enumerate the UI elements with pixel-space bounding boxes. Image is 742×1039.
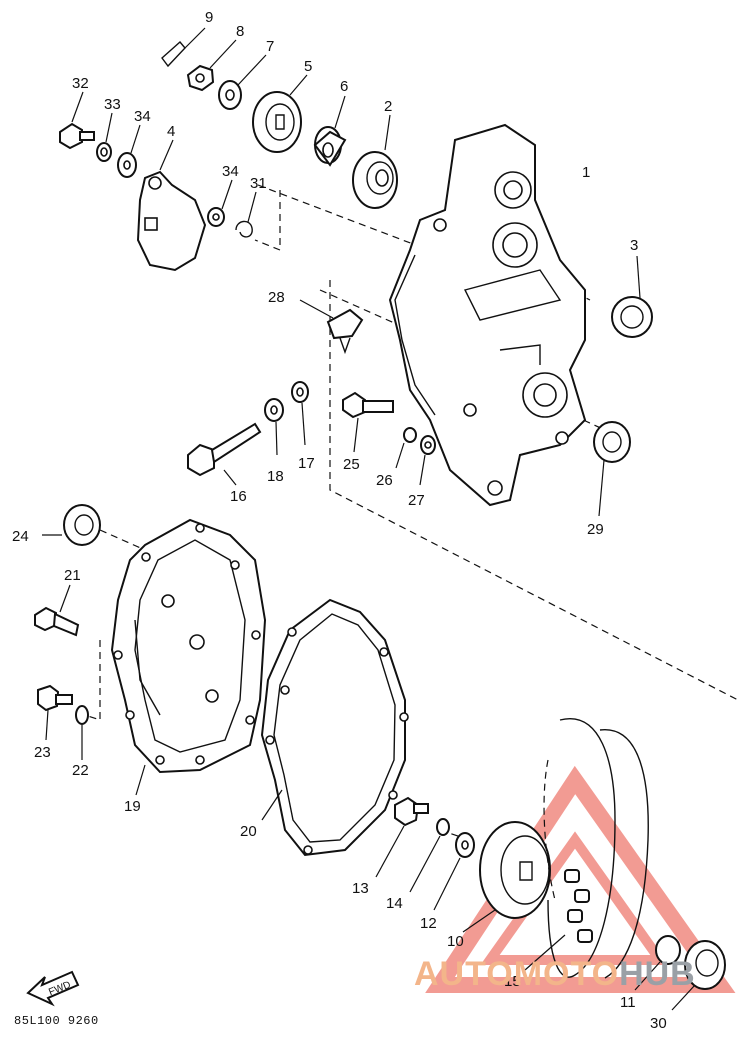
washer-33 <box>96 112 113 162</box>
cover-plate-19 <box>110 518 267 796</box>
part-label-16: 16 <box>230 488 247 505</box>
part-label-5: 5 <box>304 58 312 75</box>
part-label-7: 7 <box>266 38 274 55</box>
part-label-34-b: 34 <box>222 163 239 180</box>
catalog-code: 85L100 9260 <box>14 1014 99 1028</box>
washer-17 <box>291 381 309 446</box>
part-label-29: 29 <box>587 521 604 538</box>
part-label-23: 23 <box>34 744 51 761</box>
washer-27 <box>419 435 436 486</box>
part-label-33: 33 <box>104 96 121 113</box>
part-label-19: 19 <box>124 798 141 815</box>
bolt-25 <box>342 391 394 453</box>
part-label-3: 3 <box>630 237 638 254</box>
part-label-17: 17 <box>298 455 315 472</box>
bearing-2 <box>352 114 398 209</box>
part-label-26: 26 <box>376 472 393 489</box>
watermark-part2: HUB <box>619 955 696 993</box>
washer-22 <box>75 705 89 760</box>
sprocket-10 <box>462 821 551 933</box>
oil-seal-24 <box>42 504 101 546</box>
washer-14 <box>409 818 450 893</box>
bolt-23 <box>37 684 73 741</box>
part-number-labels: 9 8 7 5 6 2 32 33 34 4 34 31 1 3 28 17 1… <box>12 9 667 1032</box>
bolt-21 <box>34 584 80 637</box>
part-label-6: 6 <box>340 78 348 95</box>
part-label-20: 20 <box>240 823 257 840</box>
part-label-32: 32 <box>72 75 89 92</box>
washer-26 <box>395 427 417 469</box>
watermark-text: AUTOMOTOHUB <box>414 955 696 994</box>
watermark-part1: AUTOMOTO <box>414 955 620 993</box>
crankcase-cover <box>388 123 587 507</box>
part-label-28: 28 <box>268 289 285 306</box>
part-label-8: 8 <box>236 23 244 40</box>
part-label-13: 13 <box>352 880 369 897</box>
oil-seal-29 <box>593 421 631 517</box>
nut-8 <box>186 39 237 92</box>
part-label-15: 15 <box>504 973 521 990</box>
collar-6 <box>313 95 347 167</box>
part-label-31: 31 <box>250 175 267 192</box>
part-label-30: 30 <box>650 1015 667 1032</box>
part-label-11: 11 <box>620 994 636 1011</box>
part-label-1: 1 <box>582 164 590 181</box>
part-label-14: 14 <box>386 895 403 912</box>
cover-4 <box>136 139 207 272</box>
gasket-20 <box>260 598 409 857</box>
washer-12 <box>433 832 475 911</box>
bearing-30 <box>671 940 726 1011</box>
part-label-25: 25 <box>343 456 360 473</box>
bolt-13 <box>375 796 429 878</box>
bolt-16 <box>187 422 262 486</box>
part-label-22: 22 <box>72 762 89 779</box>
washer-7 <box>218 54 267 110</box>
part-label-27: 27 <box>408 492 425 509</box>
clip-31 <box>235 191 257 238</box>
part-label-12: 12 <box>420 915 437 932</box>
part-label-24: 24 <box>12 528 29 545</box>
part-label-21: 21 <box>64 567 81 584</box>
part-label-18: 18 <box>267 468 284 485</box>
part-label-34-a: 34 <box>134 108 151 125</box>
part-label-2: 2 <box>384 98 392 115</box>
part-label-9: 9 <box>205 9 213 26</box>
nut-18 <box>264 398 284 456</box>
sprocket-5 <box>252 74 308 153</box>
washer-34-upper <box>117 124 141 178</box>
fwd-arrow-icon: FWD <box>26 970 80 1007</box>
bolt-32 <box>59 91 95 150</box>
chain-15 <box>524 869 593 971</box>
chain-belt <box>543 718 649 979</box>
collar-11 <box>634 935 681 991</box>
cotter-pin-9 <box>161 27 206 68</box>
part-label-10: 10 <box>447 933 464 950</box>
oil-seal-3 <box>611 255 653 338</box>
washer-34-lower <box>207 179 233 227</box>
part-label-4: 4 <box>167 123 175 140</box>
fitting-28 <box>299 299 364 355</box>
